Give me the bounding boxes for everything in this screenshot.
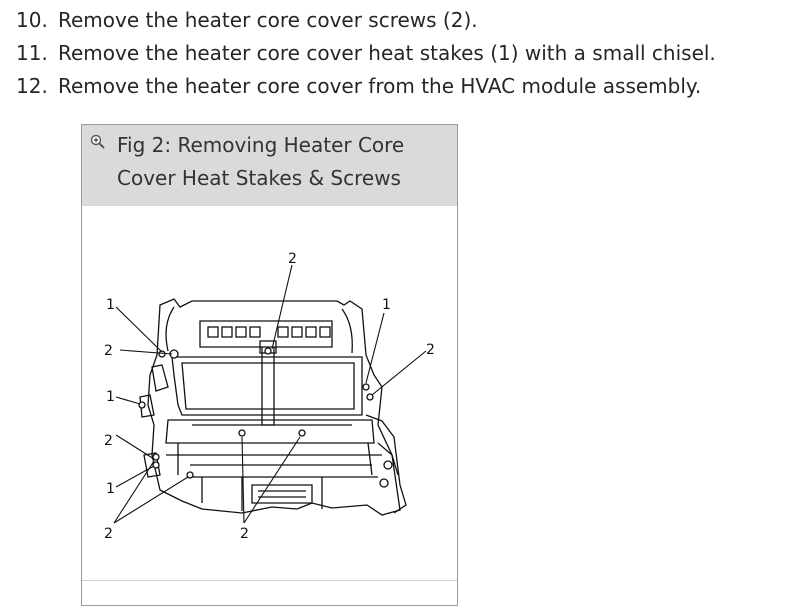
step-text: Remove the heater core cover heat stakes… [58,41,716,65]
screw-marker [186,471,194,479]
fastener-markers [138,347,374,479]
step-10: 10. Remove the heater core cover screws (… [16,4,716,37]
callout-left-stake-mid: 1 [106,389,115,405]
callout-right-screw: 2 [426,342,435,358]
figure-title: Fig 2: Removing Heater Core Cover Heat S… [117,129,437,195]
callout-left-screw-upper: 2 [104,343,113,359]
figure-header: Fig 2: Removing Heater Core Cover Heat S… [82,125,457,206]
step-text: Remove the heater core cover screws (2). [58,8,478,32]
callout-right-stake: 1 [382,297,391,313]
screw-marker [366,393,374,401]
callout-bottom-center-screws: 2 [240,526,249,542]
step-number: 11. [16,41,48,65]
screw-marker [238,429,246,437]
step-text: Remove the heater core cover from the HV… [58,74,702,98]
hvac-module-drawing [139,298,407,516]
screw-marker [264,347,272,355]
callout-left-stake-top: 1 [106,297,115,313]
figure-title-line-2: Cover Heat Stakes & Screws [117,166,401,190]
zoom-in-icon[interactable] [90,134,106,150]
stake-marker [362,383,370,391]
procedure-steps: 10. Remove the heater core cover screws (… [16,4,716,103]
step-number: 12. [16,74,48,98]
step-11: 11. Remove the heater core cover heat sta… [16,37,716,70]
stake-marker [152,461,160,469]
step-12: 12. Remove the heater core cover from the… [16,70,716,103]
leader-lines [113,264,427,524]
callout-labels: 2 1 2 1 2 1 2 2 1 2 [104,251,435,542]
callout-left-stake-low: 1 [106,481,115,497]
screw-marker [298,429,306,437]
figure-panel: Fig 2: Removing Heater Core Cover Heat S… [81,124,458,606]
callout-left-screw-mid: 2 [104,433,113,449]
figure-title-line-1: Fig 2: Removing Heater Core [117,133,405,157]
figure-divider [82,580,457,581]
callout-bottom-left-screws: 2 [104,526,113,542]
screw-marker [152,453,160,461]
step-number: 10. [16,8,48,32]
hvac-module-diagram: 2 1 2 1 2 1 2 2 1 2 [104,251,435,542]
callout-top-screw: 2 [288,251,297,267]
stake-marker [138,401,146,409]
